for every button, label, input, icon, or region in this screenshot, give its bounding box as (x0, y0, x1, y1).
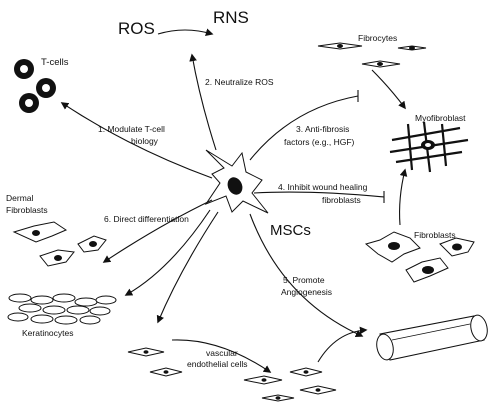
keratinocyte-sheet (7, 293, 117, 325)
arrow-to-ros (189, 53, 217, 151)
step2-label: 2. Neutralize ROS (205, 77, 274, 87)
rns-label: RNS (213, 8, 249, 27)
step5-label-l1: 5. Promote (283, 275, 325, 285)
ros-label: ROS (118, 19, 155, 38)
dermal-fibroblast-cells (12, 221, 107, 267)
fibroblasts-label: Fibroblasts (414, 230, 456, 240)
blood-vessel (376, 314, 488, 361)
vascular-label-l1: vascular (206, 348, 238, 358)
arrow-to-endothelial-down (156, 211, 219, 324)
arrow-to-tcells (60, 102, 213, 179)
fibroblasts-to-myofibroblast-arrow (399, 168, 408, 226)
vascular-label-l2: endothelial cells (187, 359, 247, 369)
inhibit-wound-line (253, 191, 385, 198)
step4-label-l1: 4. Inhibit wound healing (278, 182, 368, 192)
step1-label-l2: biology (131, 136, 159, 146)
fibrocyte-cells (317, 42, 427, 68)
endothelial-flow-arrow (171, 339, 272, 373)
ros-to-rns-arrow (157, 28, 214, 36)
myofibroblast-label: Myofibroblast (415, 113, 466, 123)
msc-cell (204, 149, 269, 214)
endothelial-cells-left (127, 347, 183, 377)
endothelial-cells-right (243, 367, 337, 402)
fibrocytes-label: Fibrocytes (358, 33, 397, 43)
endothelial-to-vessel-arrow (317, 326, 368, 363)
step6-label: 6. Direct differentiation (104, 214, 189, 224)
arrow-to-dermal (102, 199, 213, 263)
fibrocytes-to-myofibroblast-arrow (371, 69, 406, 110)
step4-label-l2: fibroblasts (322, 195, 361, 205)
arrow-to-angiogenesis (249, 213, 364, 337)
arrow-to-keratinocytes (124, 209, 211, 296)
mscs-label: MSCs (270, 222, 311, 239)
keratinocytes-label: Keratinocytes (22, 328, 74, 338)
step5-label-l2: Angiogenesis (281, 287, 332, 297)
myofibroblast-cell (389, 121, 469, 173)
step1-label-l1: 1. Modulate T-cell (98, 124, 165, 134)
dermal-label-l2: Fibroblasts (6, 205, 48, 215)
fibroblast-cells (364, 231, 475, 283)
step3-label-l2: factors (e.g., HGF) (284, 137, 355, 147)
tcell-cluster (14, 59, 56, 113)
step3-label-l1: 3. Anti-fibrosis (296, 124, 349, 134)
tcells-label: T-cells (41, 57, 69, 68)
dermal-label-l1: Dermal (6, 193, 34, 203)
antifibrosis-inhibit-line (249, 95, 359, 161)
